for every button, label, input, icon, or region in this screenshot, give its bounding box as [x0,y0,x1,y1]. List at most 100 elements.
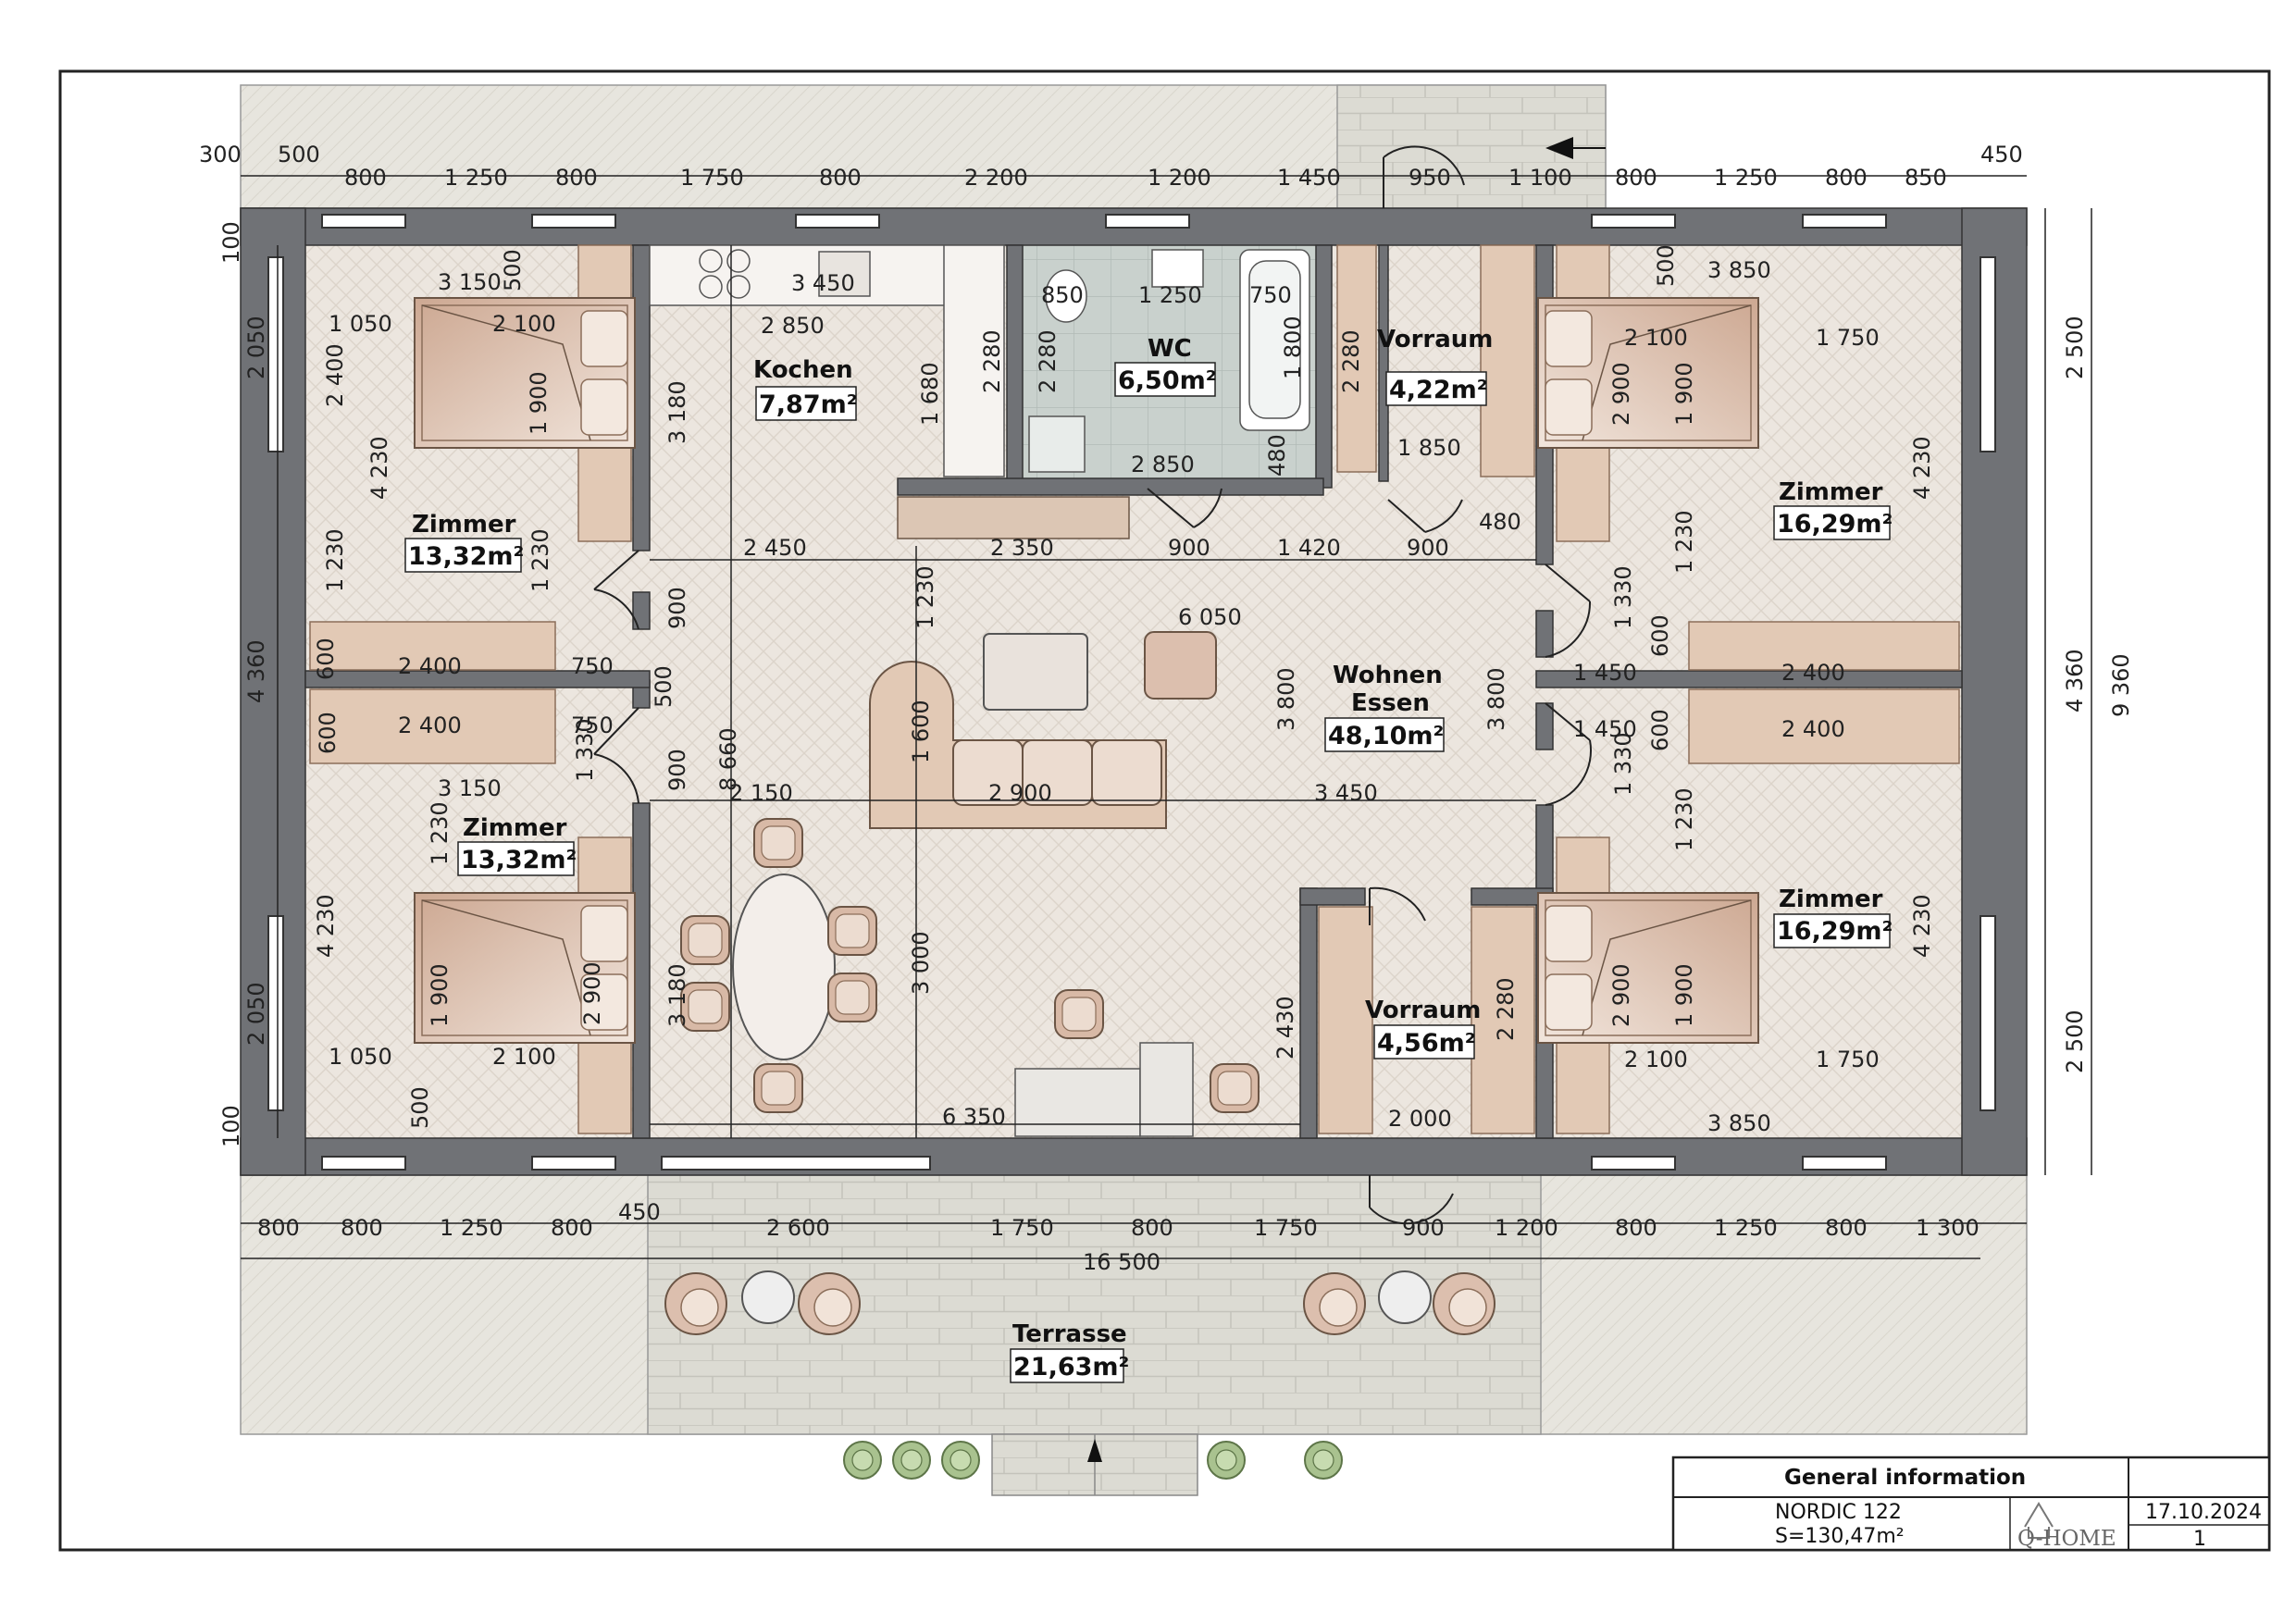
title-project: NORDIC 122 [1775,1501,1902,1524]
dim-bottom: 800 [341,1215,383,1241]
dim-total-right: 9 360 [2108,653,2134,717]
dim-interior: 1 450 [1573,716,1637,742]
room-name-kochen: Kochen [753,356,853,384]
coffee-table [983,633,1088,711]
dim-interior: 1 850 [1397,435,1461,461]
dim-interior: 4 230 [313,894,339,958]
room-area-zimmer-tr: 16,29m² [1777,510,1893,539]
dim-interior: 3 850 [1707,257,1771,283]
dim-interior: 600 [315,712,341,754]
dim-interior: 2 450 [743,535,807,561]
dim-interior: 1 750 [1816,1047,1880,1072]
room-area-zimmer-bl: 13,32m² [461,846,577,874]
room-name-zimmer-tl: Zimmer [412,511,516,539]
dim-top: 1 450 [1277,165,1341,191]
dim-left: 100 [218,1105,244,1147]
dim-left: 4 360 [243,639,269,703]
dim-top: 800 [819,165,862,191]
dim-interior: 900 [1168,535,1210,561]
dim-bottom: 1 200 [1495,1215,1558,1241]
dim-left: 2 050 [243,316,269,379]
dim-interior: 1 050 [329,1044,392,1070]
dim-top: 950 [1409,165,1451,191]
dim-interior: 1 330 [572,718,598,782]
dim-interior: 3 180 [664,380,690,444]
plant-icon [892,1441,931,1480]
dim-right: 2 500 [2062,1010,2088,1073]
dim-interior: 2 280 [1035,329,1061,393]
dim-interior: 2 100 [492,1044,556,1070]
shelf [1139,1042,1194,1137]
plant-icon [1207,1441,1246,1480]
room-area-zimmer-tl: 13,32m² [408,542,524,571]
dining-chair [680,915,730,965]
room-name-wohnen: Wohnen [1333,662,1443,689]
dimension-labels-top: 300 500 800 1 250 800 1 750 800 2 200 1 … [199,142,2023,191]
dim-interior: 1 680 [917,362,943,426]
dim-top: 800 [555,165,598,191]
dim-interior: 3 800 [1483,667,1509,731]
dim-interior: 2 430 [1272,996,1298,1059]
terrace-armchair [1303,1272,1366,1335]
wc-fixtures [1028,249,1310,473]
dim-interior: 1 900 [427,963,453,1027]
dim-interior: 2 400 [398,712,462,738]
dim-top: 2 200 [964,165,1028,191]
dim-interior: 2 280 [979,329,1005,393]
dimension-labels-left: 100 2 050 4 360 2 050 100 [218,221,269,1147]
kitchen-island [897,496,1130,539]
desk-chair [1054,989,1104,1039]
dim-interior: 1 900 [526,371,552,435]
dimension-labels-interior: 3 150 500 1 050 2 100 2 400 1 900 4 230 … [313,244,1935,1136]
dim-interior: 1 750 [1816,325,1880,351]
sofa [869,661,1167,829]
plant-icon [1304,1441,1343,1480]
dim-interior: 1 330 [1610,732,1636,796]
entrance-arrow-top-icon [1545,137,1573,159]
dim-interior: 900 [664,749,690,791]
dim-bottom: 800 [1615,1215,1657,1241]
dim-interior: 2 100 [1624,1047,1688,1072]
dim-interior: 2 900 [1608,362,1634,426]
dim-interior: 750 [571,712,614,738]
dim-interior: 8 660 [715,727,741,791]
dim-interior: 600 [1647,709,1673,751]
bed-zimmer-tr [1537,297,1759,449]
dim-interior: 1 900 [1671,362,1697,426]
room-area-kochen: 7,87m² [759,390,858,419]
dining-chair [827,973,877,1022]
terrace-armchair [1433,1272,1496,1335]
dim-interior: 3 150 [438,269,502,295]
dim-interior: 2 150 [729,780,793,806]
dining-table [732,873,836,1060]
dimension-lines [241,175,2092,1259]
dim-interior: 2 280 [1338,329,1364,393]
room-name-zimmer-tr: Zimmer [1779,478,1883,506]
dim-interior: 500 [500,249,526,291]
dim-top: 1 250 [1714,165,1778,191]
room-area-wohnen: 48,10m² [1328,722,1444,750]
room-name-zimmer-bl: Zimmer [463,814,567,842]
dim-bottom: 900 [1402,1215,1445,1241]
dim-interior: 1 230 [322,528,348,592]
dim-interior: 1 250 [1138,282,1202,308]
dim-interior: 750 [1249,282,1292,308]
dim-interior: 1 420 [1277,535,1341,561]
dim-top: 850 [1905,165,1947,191]
dim-interior: 6 050 [1178,604,1242,630]
tv-armchair [1144,631,1217,700]
entrance-arrow-icon [1087,1439,1102,1462]
dim-bottom: 1 300 [1916,1215,1980,1241]
room-labels: Kochen 7,87m² WC 6,50m² Vorraum 4,22m² Z… [404,326,1893,1383]
dim-interior: 3 450 [1314,780,1378,806]
dim-interior: 1 230 [912,565,938,629]
dimension-labels-right: 2 500 4 360 2 500 9 360 [2062,316,2134,1073]
dim-interior: 600 [313,638,339,680]
terrace-table [1378,1270,1432,1324]
dim-right: 4 360 [2062,649,2088,712]
dim-interior: 2 400 [1781,660,1845,686]
room-name-terrasse: Terrasse [1012,1320,1127,1348]
dim-bottom: 800 [257,1215,300,1241]
dim-interior: 1 230 [1671,510,1697,574]
dim-bottom: 1 250 [440,1215,503,1241]
